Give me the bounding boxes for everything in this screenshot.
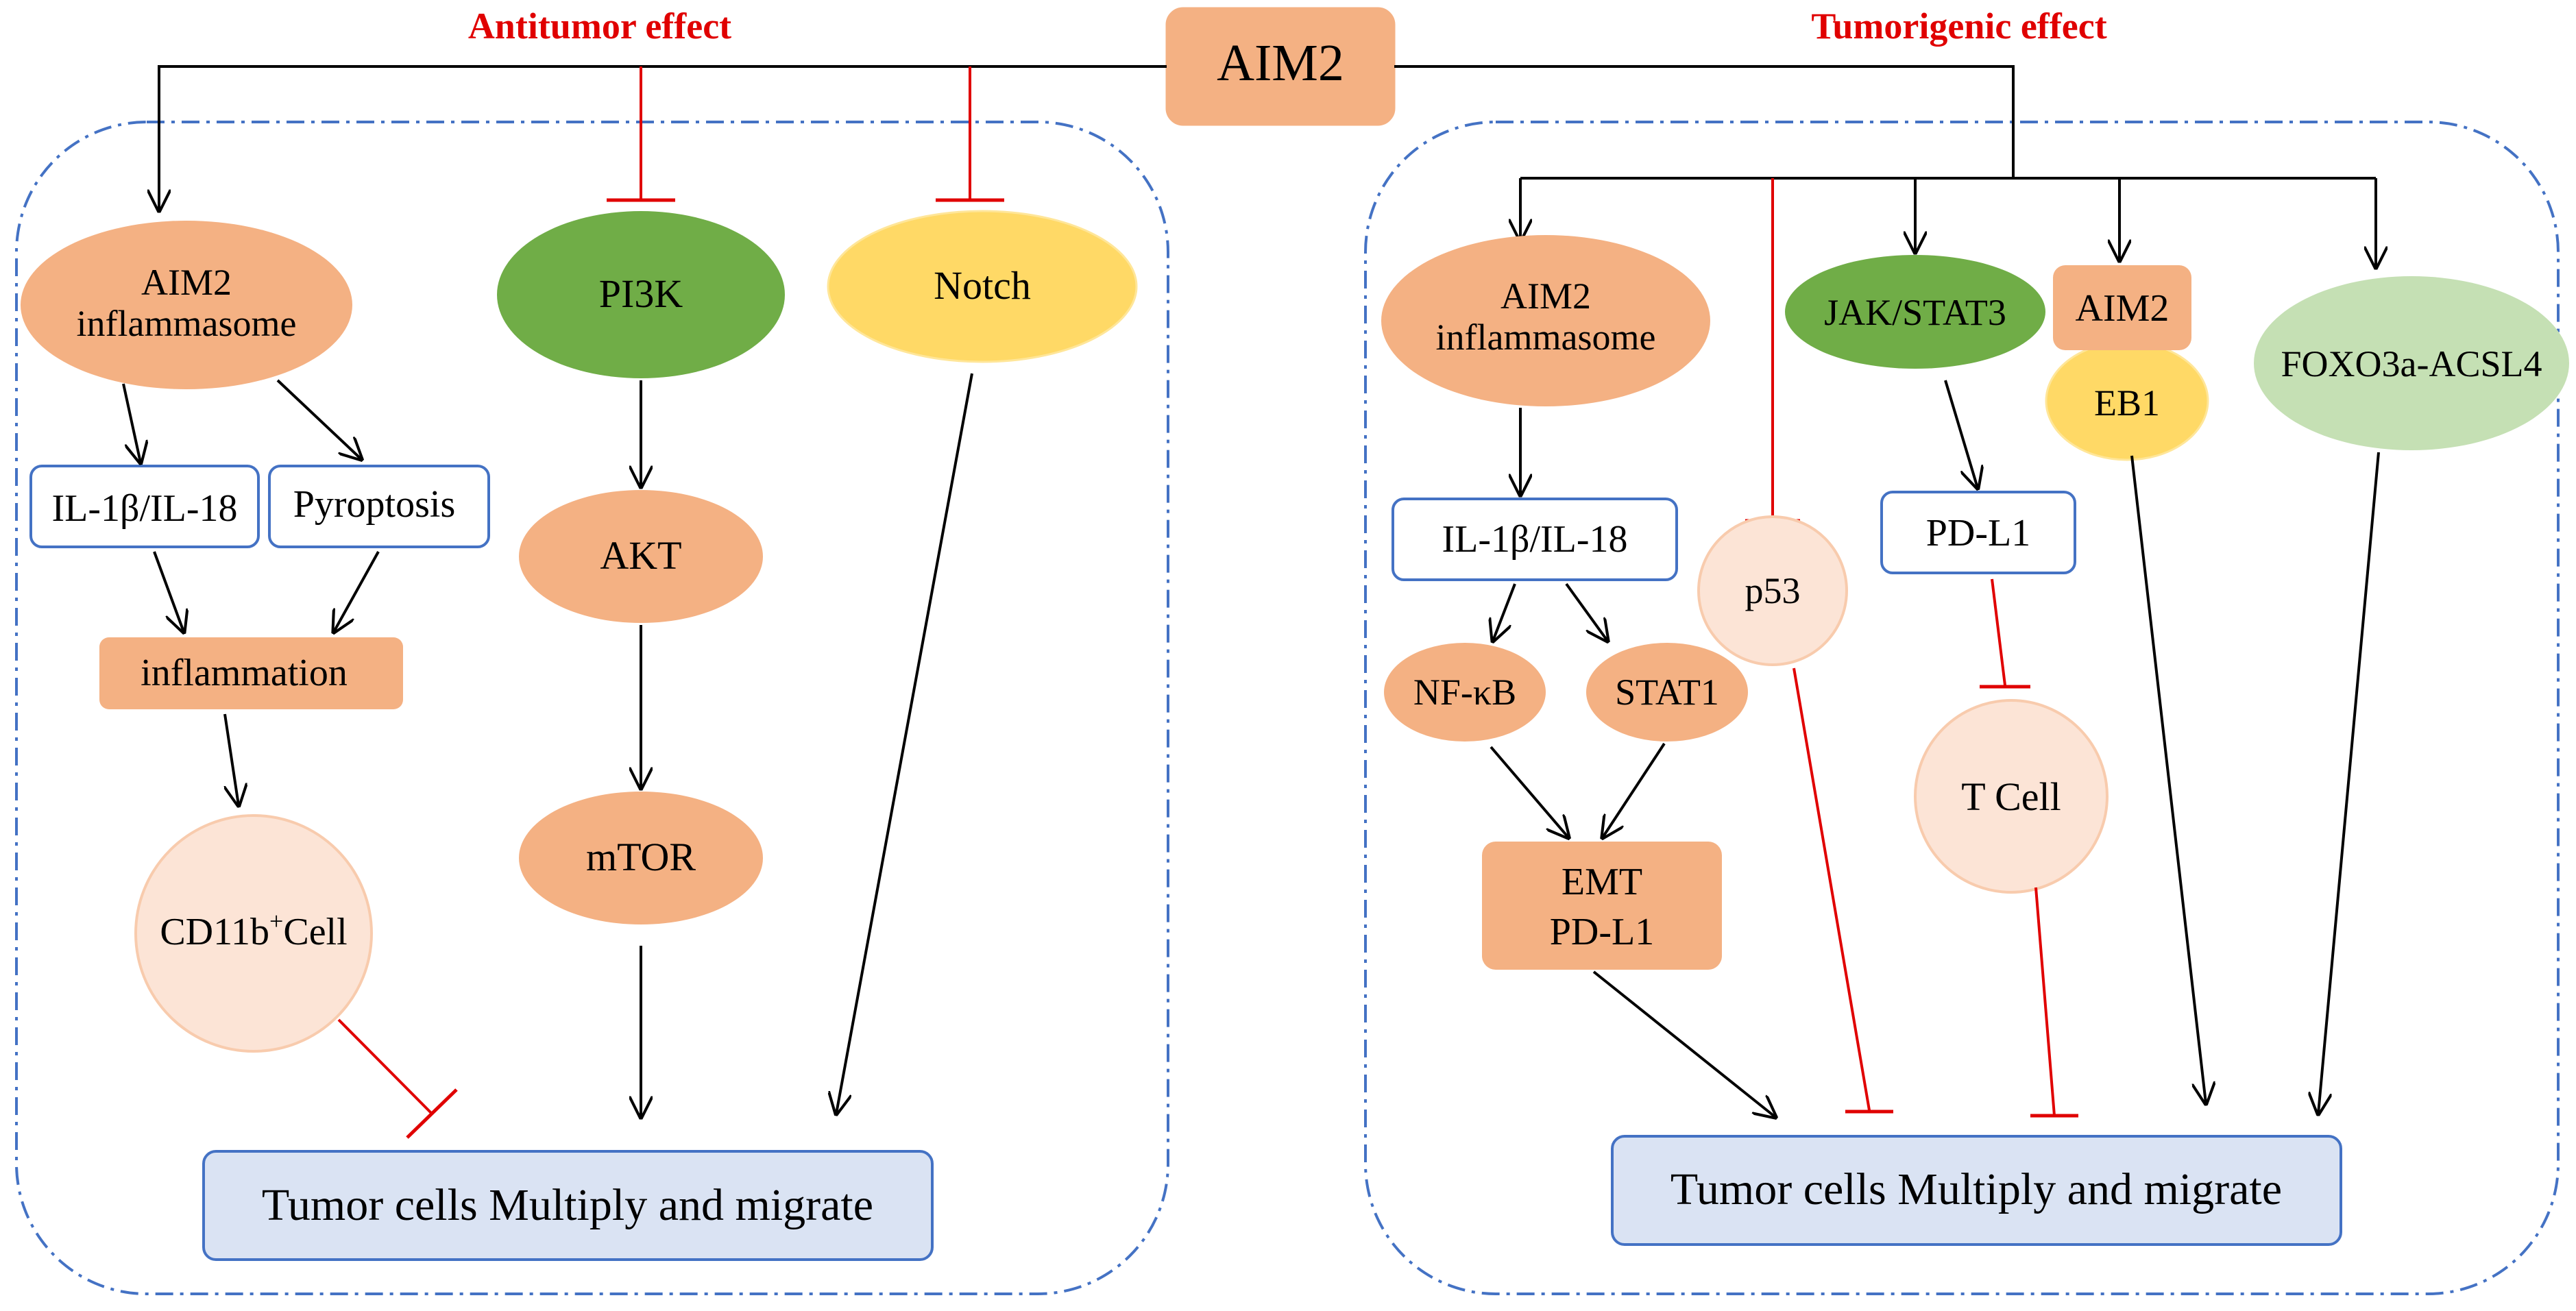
akt-label: AKT — [600, 533, 681, 578]
arrow-il1b-to-nfkb — [1493, 583, 1516, 641]
cd11b-cell-node — [134, 814, 373, 1053]
stat1-label: STAT1 — [1615, 672, 1719, 713]
left-panel-border — [15, 121, 1169, 1295]
arrow-left-inflammasome-to-il1b — [122, 383, 141, 463]
inhibit-line-tcell-to-outcome — [2034, 887, 2056, 1116]
pi3k-node — [497, 211, 785, 378]
inflammation-label: inflammation — [141, 652, 348, 694]
right-aim2-box-node — [2053, 265, 2191, 350]
emt-pdl1-node — [1482, 842, 1722, 970]
arrow-stat1-to-emt — [1603, 742, 1666, 837]
inhibit-line-p53-to-outcome — [1793, 667, 1871, 1111]
right-aim2-box-label: AIM2 — [2076, 287, 2170, 330]
arrow-emt-to-outcome — [1592, 970, 1775, 1117]
connector-aim2-to-right — [1394, 65, 2015, 178]
p53-node — [1697, 515, 1848, 666]
right-il1b-il18-label: IL-1β/IL-18 — [1442, 518, 1627, 561]
left-outcome-node — [202, 1150, 934, 1261]
eb1-label: EB1 — [2094, 382, 2160, 424]
right-panel-border — [1364, 121, 2560, 1295]
arrow-il1b-to-inflammation — [153, 551, 184, 632]
akt-node — [519, 490, 763, 623]
arrow-eb1-to-outcome — [2130, 455, 2206, 1103]
right-il1b-il18-node — [1392, 498, 1678, 581]
emt-label: EMT — [1562, 861, 1642, 903]
nfkb-node — [1384, 643, 1546, 742]
foxo3a-acsl4-node — [2254, 276, 2569, 450]
arrow-jak-stat3-to-pdl1 — [1944, 380, 1978, 488]
arrow-foxo3a-to-outcome — [2318, 452, 2380, 1114]
left-aim2-inflammasome-line1: AIM2 — [141, 262, 232, 303]
right-aim2-inflammasome-line2: inflammasome — [1436, 317, 1656, 358]
emt-pdl1-label: PD-L1 — [1550, 911, 1654, 953]
notch-node — [827, 210, 1138, 363]
arrow-il1b-to-stat1 — [1565, 583, 1607, 641]
arrow-left-inflammasome-to-pyroptosis — [276, 379, 361, 459]
pyroptosis-label: Pyroptosis — [293, 483, 456, 526]
nfkb-label: NF-κB — [1413, 672, 1516, 713]
arrow-notch-to-outcome — [836, 373, 973, 1114]
tcell-node — [1914, 699, 2109, 894]
arrow-inflammation-to-cd11b — [223, 713, 239, 805]
cd11b-cell: Cell — [283, 911, 347, 953]
inhibit-line-cd11b-to-outcome — [337, 1018, 433, 1115]
tcell-label: T Cell — [1961, 774, 2061, 819]
mtor-label: mTOR — [586, 835, 696, 879]
right-aim2-inflammasome-node — [1381, 235, 1710, 406]
left-outcome-label: Tumor cells Multiply and migrate — [262, 1180, 873, 1230]
right-aim2-inflammasome-line1: AIM2 — [1500, 275, 1591, 317]
arrow-pyroptosis-to-inflammation — [334, 551, 380, 632]
left-aim2-inflammasome-line2: inflammasome — [77, 303, 297, 344]
stat1-node — [1586, 643, 1748, 742]
inflammation-node — [99, 637, 403, 709]
left-il1b-il18-label: IL-1β/IL-18 — [51, 487, 237, 530]
jak-stat3-node — [1785, 255, 2045, 369]
jak-stat3-label: JAK/STAT3 — [1824, 292, 2006, 333]
inhibit-bar-cd11b-to-outcome — [406, 1088, 458, 1139]
p53-label: p53 — [1745, 570, 1801, 611]
cd11b-cell-label: CD11b+Cell — [160, 907, 347, 953]
antitumor-heading: Antitumor effect — [468, 5, 731, 47]
left-aim2-inflammasome-node — [21, 221, 352, 389]
connector-aim2-to-left-inflammasome — [159, 65, 1167, 210]
pi3k-label: PI3K — [599, 271, 683, 316]
pyroptosis-node — [268, 465, 490, 548]
cd11b-main: CD11b — [160, 911, 269, 953]
aim2-top-label: AIM2 — [1217, 34, 1344, 92]
tumorigenic-heading: Tumorigenic effect — [1811, 5, 2106, 47]
inhibit-line-pdl1-to-tcell — [1991, 578, 2006, 686]
right-outcome-label: Tumor cells Multiply and migrate — [1670, 1164, 2282, 1214]
mtor-node — [519, 792, 763, 924]
right-outcome-node — [1611, 1135, 2342, 1246]
cd11b-sup: + — [269, 907, 283, 935]
notch-label: Notch — [934, 263, 1031, 308]
arrow-nfkb-to-emt — [1490, 746, 1568, 837]
right-pdl1-label: PD-L1 — [1926, 512, 2030, 554]
foxo3a-acsl4-label: FOXO3a-ACSL4 — [2281, 343, 2542, 384]
